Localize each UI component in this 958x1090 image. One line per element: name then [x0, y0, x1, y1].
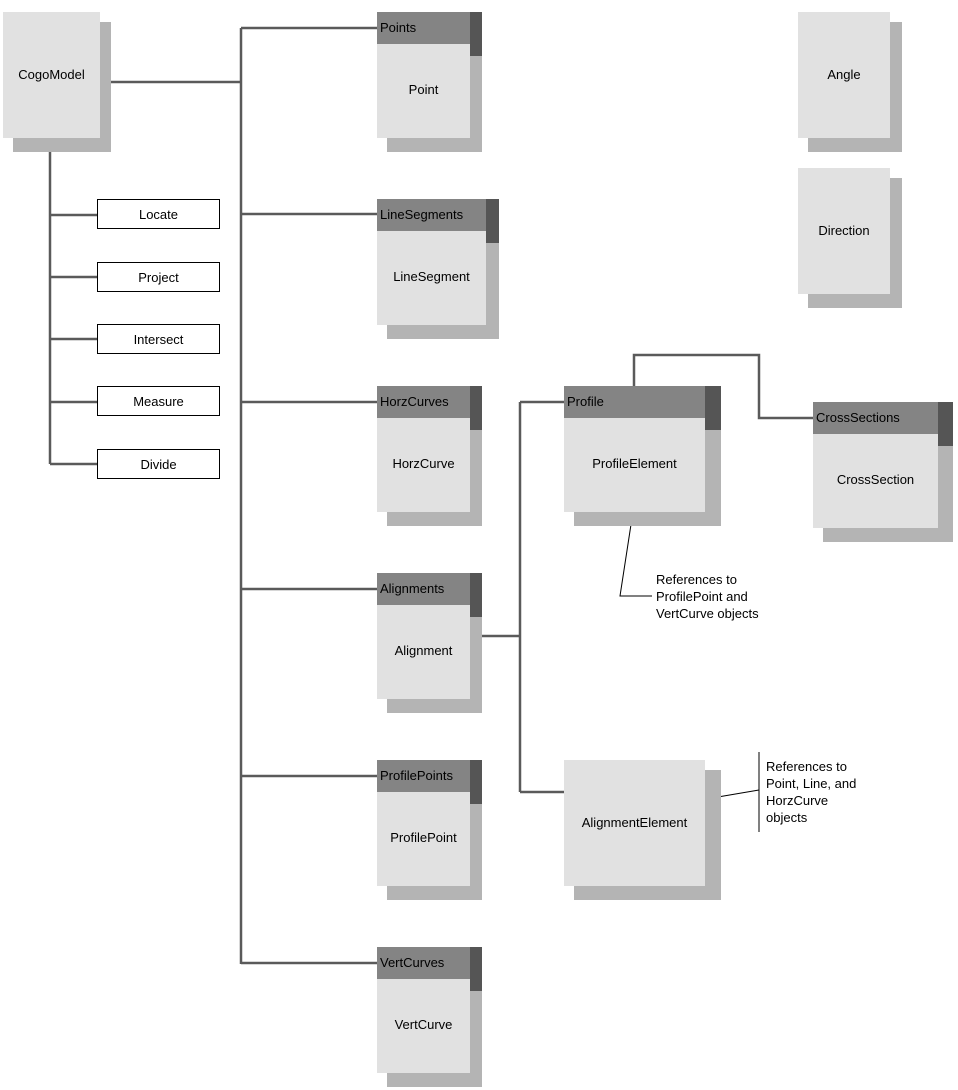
- angle-object[interactable]: Angle: [798, 12, 902, 152]
- profile-header: Profile: [564, 386, 705, 418]
- alignmentelement-label: AlignmentElement: [581, 815, 688, 830]
- horzcurves-header: HorzCurves: [377, 386, 470, 418]
- points-collection[interactable]: Points Point: [377, 12, 482, 152]
- locate-method[interactable]: Locate: [97, 199, 220, 229]
- direction-label: Direction: [818, 223, 870, 238]
- intersect-method[interactable]: Intersect: [97, 324, 220, 354]
- horzcurve-item: HorzCurve: [392, 456, 455, 471]
- vertcurve-item: VertCurve: [394, 1017, 453, 1032]
- profilepoints-header: ProfilePoints: [377, 760, 470, 792]
- profile-object[interactable]: Profile ProfileElement: [564, 386, 721, 526]
- profileelement-item: ProfileElement: [592, 456, 677, 471]
- crosssections-header: CrossSections: [813, 402, 938, 434]
- points-header: Points: [377, 12, 470, 44]
- divide-method[interactable]: Divide: [97, 449, 220, 479]
- project-method[interactable]: Project: [97, 262, 220, 292]
- vertcurves-header: VertCurves: [377, 947, 470, 979]
- alignment-item: Alignment: [394, 643, 453, 658]
- alignments-header: Alignments: [377, 573, 470, 605]
- alignments-collection[interactable]: Alignments Alignment: [377, 573, 482, 713]
- point-item: Point: [408, 82, 439, 97]
- crosssection-item: CrossSection: [836, 472, 915, 487]
- angle-label: Angle: [827, 67, 861, 82]
- profilepoints-collection[interactable]: ProfilePoints ProfilePoint: [377, 760, 482, 900]
- profile-references-note: References to ProfilePoint and VertCurve…: [656, 572, 759, 621]
- alignment-references-note: References to Point, Line, and HorzCurve…: [766, 759, 857, 825]
- profilepoint-item: ProfilePoint: [390, 830, 457, 845]
- crosssections-collection[interactable]: CrossSections CrossSection: [813, 402, 953, 542]
- linesegments-collection[interactable]: LineSegments LineSegment: [377, 199, 499, 339]
- cogomodel-label: CogoModel: [18, 67, 85, 82]
- horzcurves-collection[interactable]: HorzCurves HorzCurve: [377, 386, 482, 526]
- direction-object[interactable]: Direction: [798, 168, 902, 308]
- cogomodel-object[interactable]: CogoModel: [3, 12, 111, 152]
- vertcurves-collection[interactable]: VertCurves VertCurve: [377, 947, 482, 1087]
- measure-method[interactable]: Measure: [97, 386, 220, 416]
- linesegment-item: LineSegment: [393, 269, 470, 284]
- alignmentelement-object[interactable]: AlignmentElement: [564, 760, 721, 900]
- linesegments-header: LineSegments: [377, 199, 486, 231]
